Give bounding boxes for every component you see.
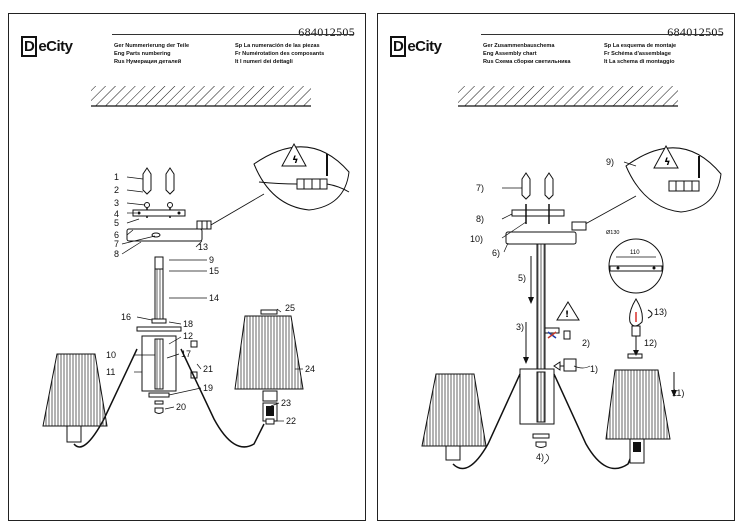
part-label: 1	[114, 172, 119, 182]
step-label: 11)	[672, 388, 684, 398]
header-col2: Sp La esquema de montaje Fr Schéma d'ass…	[604, 42, 676, 67]
step-label: 12)	[644, 338, 657, 348]
part-label: 20	[176, 402, 186, 412]
part-label: 4	[114, 209, 119, 219]
bolt-glyph: ϟ	[664, 157, 671, 168]
part-label: 10	[106, 350, 116, 360]
bulb	[629, 298, 653, 356]
wall-anchors	[511, 172, 565, 224]
header-rule	[112, 34, 353, 35]
dim-inner: 110	[630, 250, 640, 256]
wall-anchors	[132, 167, 186, 218]
product-code: 684012505	[667, 25, 724, 39]
stem-tube	[151, 256, 167, 324]
header-line: Sp La numeración de las piezas	[235, 43, 320, 49]
header-line: Ger Nummerierung der Teile	[114, 43, 190, 49]
screw-warning: !	[544, 301, 580, 340]
wiring-detail: ϟ	[203, 142, 350, 230]
lamp-body	[136, 326, 198, 405]
cap-part	[154, 407, 164, 414]
part-label: 24	[305, 364, 315, 374]
part-label: 25	[285, 303, 295, 313]
part-label: 9	[209, 255, 214, 265]
header-col1: Ger Nummerierung der Teile Eng Parts num…	[114, 42, 189, 67]
part-label: 18	[183, 319, 193, 329]
part-label: 6	[114, 230, 119, 240]
part-label: 11	[106, 367, 115, 377]
step-label: 13)	[654, 307, 667, 317]
part-label: 5	[114, 218, 119, 228]
part-label: 14	[209, 293, 219, 303]
header-line: Sp La esquema de montaje	[604, 43, 677, 49]
dim-outer: Ø130	[606, 230, 619, 236]
header-col2: Sp La numeración de las piezas Fr Numéro…	[235, 42, 324, 67]
part-label: 17	[181, 349, 191, 359]
canopy	[126, 228, 203, 242]
part-label: 13	[198, 242, 208, 252]
warning-triangle-icon	[281, 142, 307, 167]
part-label: 2	[114, 185, 119, 195]
part-label: 23	[281, 398, 291, 408]
part-labels: 1 2 3 4 5 6 7 8 9 10 11 12 13 14 15 16 1…	[106, 172, 315, 426]
product-code: 684012505	[298, 25, 355, 39]
wiring-detail: ϟ	[577, 144, 722, 229]
header-line: Eng Assembly chart	[483, 51, 537, 58]
step-label: 9)	[606, 157, 614, 167]
left-shade	[421, 373, 487, 461]
header-line: Fr Schéma d'assemblage	[604, 51, 671, 58]
step-label: 4)	[536, 452, 544, 462]
left-shade	[42, 353, 108, 443]
canopy	[505, 221, 587, 245]
part-label: 3	[114, 198, 119, 208]
part-label: 19	[203, 383, 213, 393]
leader-lines	[121, 176, 303, 422]
step-label: 3)	[516, 322, 524, 332]
step-label: 1)	[590, 364, 598, 374]
right-shade	[605, 353, 677, 464]
step-labels: 1) 2) 3) 4) 5) 6) 7) 8) 9) 10) 11) 12) 1…	[470, 157, 684, 462]
header-col1: Ger Zusammenbauschema Eng Assembly chart…	[483, 42, 570, 67]
ceiling-hatch	[458, 86, 678, 107]
lamp-arms	[452, 373, 637, 470]
ceiling-hatch	[91, 86, 311, 107]
part-label: 21	[203, 364, 213, 374]
lamp-body	[519, 358, 577, 448]
leader-lines	[501, 161, 637, 253]
stem-tube	[523, 243, 546, 375]
right-shade	[234, 309, 304, 425]
header-line: Rus Схема сборки светильника	[483, 59, 571, 66]
svg-text:!: !	[565, 310, 569, 320]
warning-triangle-icon	[653, 144, 679, 169]
header-line: It La schema di montaggio	[604, 59, 675, 66]
step-label: 8)	[476, 214, 484, 224]
warning-triangle-icon	[556, 301, 580, 321]
part-label: 15	[209, 266, 219, 276]
assembly-drawing: ϟ	[421, 86, 722, 470]
part-label: 12	[183, 331, 193, 341]
header-line: Ger Zusammenbauschema	[483, 43, 555, 49]
header-line: Fr Numérotation des composants	[235, 51, 325, 58]
part-label: 8	[114, 249, 119, 259]
header-line: Eng Parts numbering	[114, 51, 171, 58]
dimension-detail: Ø130 110	[606, 230, 664, 294]
part-label: 22	[286, 416, 296, 426]
header-line: It I numeri dei dettagli	[235, 59, 293, 66]
step-label: 2)	[582, 338, 590, 348]
header-line: Rus Нумерация деталей	[114, 59, 182, 66]
part-label: 7	[114, 239, 119, 249]
step-label: 6)	[492, 248, 500, 258]
step-label: 10)	[470, 234, 483, 244]
step-label: 5)	[518, 273, 526, 283]
header-rule	[481, 34, 722, 35]
part-label: 16	[121, 312, 131, 322]
step-label: 7)	[476, 183, 484, 193]
terminal-block	[196, 220, 212, 230]
parts-drawing: ϟ	[42, 86, 350, 448]
bolt-glyph: ϟ	[292, 155, 299, 166]
